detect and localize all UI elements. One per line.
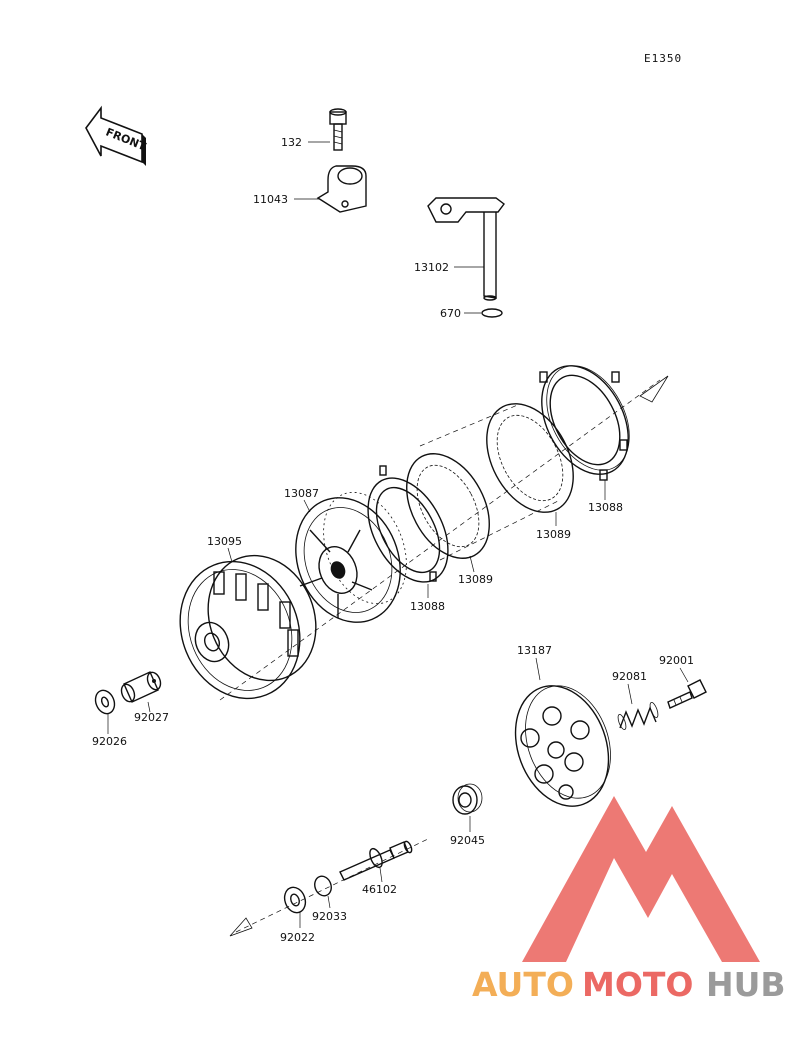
label-13088-upper: 13088 — [588, 501, 623, 514]
part-92022-washer — [283, 886, 307, 914]
part-13095-clutch-housing — [179, 554, 317, 700]
label-13087: 13087 — [284, 487, 319, 500]
label-13088-lower: 13088 — [410, 600, 445, 613]
label-11043: 11043 — [253, 193, 288, 206]
part-92001-bolt — [667, 679, 707, 709]
watermark-moto: MOTO — [582, 965, 693, 1004]
part-92045-bearing — [452, 783, 483, 815]
label-92027: 92027 — [134, 711, 169, 724]
watermark-auto: AUTO — [472, 965, 574, 1004]
label-92033: 92033 — [312, 910, 347, 923]
part-11043-holder — [316, 165, 367, 213]
label-46102: 46102 — [362, 883, 397, 896]
part-13089-steel-plate-upper — [486, 403, 574, 513]
part-92027-sleeve — [120, 671, 162, 703]
label-92022: 92022 — [280, 931, 315, 944]
part-46102-push-rod — [339, 840, 413, 881]
part-13088-friction-plate-outer — [539, 365, 630, 481]
label-92081: 92081 — [612, 670, 647, 683]
label-13089-lower: 13089 — [458, 573, 493, 586]
part-132-bolt — [329, 108, 347, 151]
label-13095: 13095 — [207, 535, 242, 548]
part-92081-spring — [617, 702, 659, 730]
label-92001: 92001 — [659, 654, 694, 667]
label-13102: 13102 — [414, 261, 449, 274]
label-13187: 13187 — [517, 644, 552, 657]
part-670-o-ring — [481, 308, 503, 318]
label-92026: 92026 — [92, 735, 127, 748]
part-13102-release-shaft — [427, 197, 505, 301]
diagram-code: E1350 — [644, 52, 682, 65]
assembly-axis — [219, 379, 661, 701]
watermark-hub: HUB — [706, 965, 786, 1004]
label-13089-upper: 13089 — [536, 528, 571, 541]
label-92045: 92045 — [450, 834, 485, 847]
axis-arrow-head — [639, 375, 669, 403]
label-132: 132 — [281, 136, 302, 149]
part-92033-circlip — [314, 875, 332, 897]
part-92026-washer — [94, 689, 116, 715]
lower-axis-arrow-head — [229, 917, 253, 937]
automotohub-logo: AUTO MOTO HUB — [472, 796, 786, 1004]
part-13087-clutch-hub — [295, 491, 407, 623]
label-670: 670 — [440, 307, 461, 320]
part-13089-steel-plate-lower — [406, 453, 490, 559]
part-13187-pressure-plate — [514, 685, 611, 807]
front-direction-arrow: FRONT — [85, 105, 148, 166]
part-13088-friction-plate-inner — [367, 465, 449, 583]
